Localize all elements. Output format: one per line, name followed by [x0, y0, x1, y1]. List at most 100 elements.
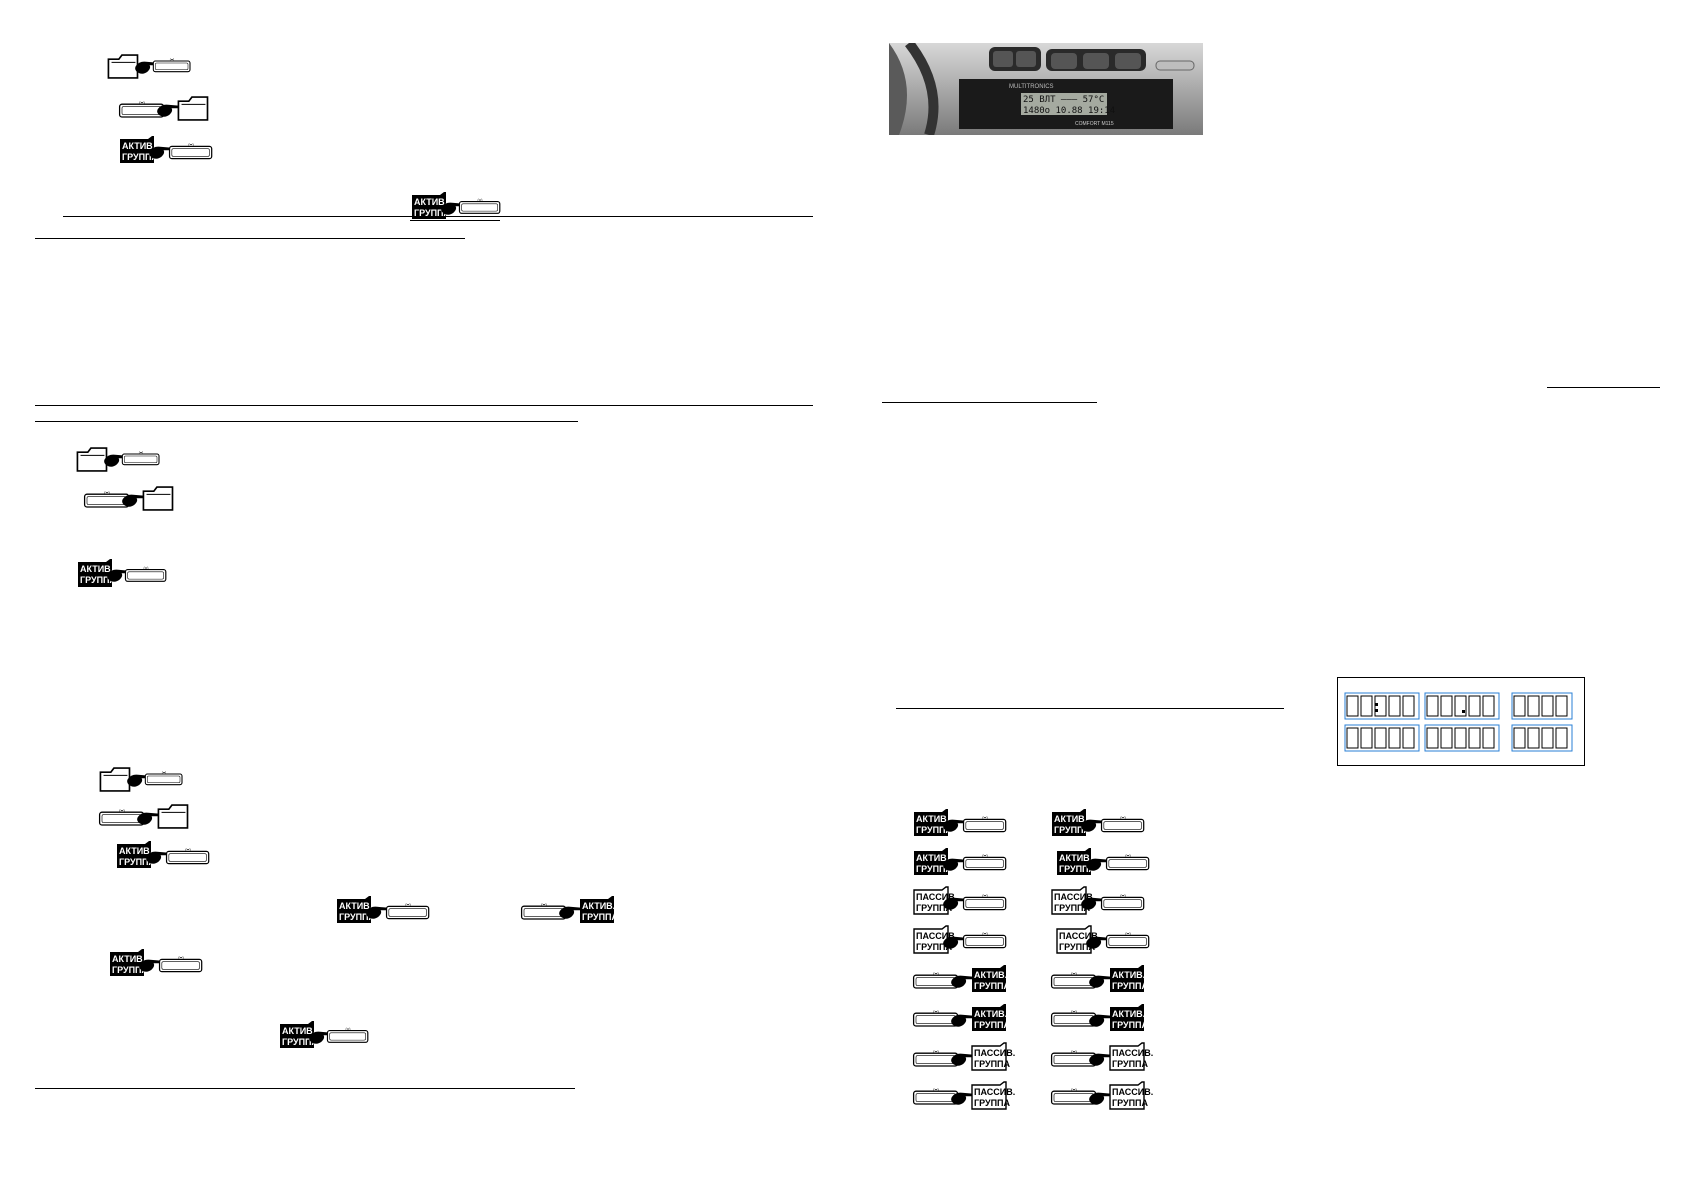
- photo-lcd-line1: 25 ВЛТ ——— 57°С: [1023, 95, 1104, 105]
- divider: [35, 238, 465, 239]
- lcd-cell: [1527, 727, 1540, 749]
- active-group-to-long-button-icon: АКТИВ. ГРУППА: [278, 1020, 370, 1050]
- lcd-cell: [1426, 695, 1439, 717]
- group-label: АКТИВ.: [916, 814, 949, 824]
- lcd-colon: [1375, 703, 1378, 706]
- button-to-active-group-icon: АКТИВ. ГРУППА: [520, 895, 619, 925]
- group-label: ГРУППА: [1112, 1020, 1149, 1030]
- lcd-cell: [1513, 695, 1526, 717]
- button-to-folder-icon: [83, 483, 179, 513]
- passive-group-to-button-icon: ПАССИВ.ГРУППА: [1055, 925, 1151, 955]
- group-label: АКТИВ.: [974, 970, 1007, 980]
- passive-group-to-button-icon: ПАССИВ.ГРУППА: [912, 886, 1008, 916]
- group-label: ГРУППА: [916, 942, 953, 952]
- lcd-cell: [1426, 727, 1439, 749]
- lcd-cell: [1346, 727, 1359, 749]
- lcd-cell: [1402, 727, 1415, 749]
- svg-text:АКТИВ.: АКТИВ.: [414, 197, 447, 207]
- svg-text:АКТИВ.: АКТИВ.: [582, 901, 615, 911]
- button-to-passive-group-icon: ПАССИВ.ГРУППА: [912, 1042, 1015, 1072]
- lcd-cell: [1454, 727, 1467, 749]
- lcd-cell: [1541, 695, 1554, 717]
- active-group-to-button-icon: АКТИВ. ГРУППА: [108, 948, 204, 978]
- lcd-group: [1511, 724, 1573, 752]
- svg-text:ГРУППА: ГРУППА: [282, 1037, 319, 1047]
- divider: [410, 220, 500, 221]
- lcd-group: [1424, 724, 1500, 752]
- photo-model: COMFORT M115: [1075, 121, 1114, 127]
- active-group-to-button-icon: АКТИВ. ГРУППА: [115, 840, 211, 870]
- svg-text:АКТИВ.: АКТИВ.: [339, 901, 372, 911]
- lcd-cell: [1555, 727, 1568, 749]
- svg-text:ГРУППА: ГРУППА: [112, 965, 149, 975]
- photo-brand: MULTITRONICS: [1009, 84, 1054, 90]
- group-label: АКТИВ.: [1059, 853, 1092, 863]
- group-label: ПАССИВ.: [916, 892, 957, 902]
- group-label: ПАССИВ.: [974, 1048, 1015, 1058]
- lcd-cell: [1482, 727, 1495, 749]
- divider: [896, 708, 1284, 709]
- folder-to-button-icon: [75, 443, 161, 473]
- group-label: ГРУППА: [1059, 864, 1096, 874]
- lcd-cell: [1346, 695, 1359, 717]
- folder-to-button-icon: [98, 763, 184, 793]
- lcd-cell: [1527, 695, 1540, 717]
- divider: [35, 421, 578, 422]
- lcd-group: [1344, 724, 1420, 752]
- divider: [1547, 387, 1660, 388]
- divider: [35, 1088, 575, 1089]
- button-to-active-group-icon: АКТИВ.ГРУППА: [912, 964, 1011, 994]
- group-label: ПАССИВ.: [916, 931, 957, 941]
- lcd-cell: [1468, 727, 1481, 749]
- group-label: ГРУППА: [1112, 1098, 1149, 1108]
- button-to-active-group-icon: АКТИВ.ГРУППА: [1050, 964, 1149, 994]
- group-label: ПАССИВ.: [1112, 1087, 1153, 1097]
- group-label: ПАССИВ.: [1112, 1048, 1153, 1058]
- lcd-cell: [1468, 695, 1481, 717]
- group-label: ПАССИВ.: [974, 1087, 1015, 1097]
- button-to-folder-icon: [118, 93, 214, 123]
- group-label: ГРУППА: [916, 864, 953, 874]
- lcd-colon: [1375, 709, 1378, 712]
- group-label: ГРУППА: [974, 1020, 1011, 1030]
- device-photo: MULTITRONICS 25 ВЛТ ——— 57°С 1480о 10.88…: [889, 43, 1203, 135]
- group-label: АКТИВ.: [1112, 1009, 1145, 1019]
- active-group-to-button-icon: АКТИВ.ГРУППА: [1055, 847, 1151, 877]
- divider: [35, 405, 813, 406]
- active-label-line2: ГРУППА: [122, 152, 159, 162]
- lcd-cell: [1440, 695, 1453, 717]
- svg-text:ГРУППА: ГРУППА: [119, 857, 156, 867]
- lcd-cell: [1482, 695, 1495, 717]
- button-to-passive-group-icon: ПАССИВ.ГРУППА: [912, 1081, 1015, 1111]
- lcd-dot: [1462, 710, 1465, 713]
- button-to-passive-group-icon: ПАССИВ.ГРУППА: [1050, 1042, 1153, 1072]
- active-group-to-button-icon: АКТИВ.ГРУППА: [912, 808, 1008, 838]
- passive-group-to-button-icon: ПАССИВ.ГРУППА: [1050, 886, 1146, 916]
- lcd-cell: [1440, 727, 1453, 749]
- lcd-cell: [1388, 727, 1401, 749]
- button-to-active-group-icon: АКТИВ.ГРУППА: [912, 1003, 1011, 1033]
- svg-text:АКТИВ.: АКТИВ.: [112, 954, 145, 964]
- active-group-to-button-icon: АКТИВ.ГРУППА: [1050, 808, 1146, 838]
- active-label-line1: АКТИВ.: [122, 141, 155, 151]
- button-to-folder-icon: [98, 801, 194, 831]
- lcd-cell: [1402, 695, 1415, 717]
- lcd-cell: [1454, 695, 1467, 717]
- svg-text:ГРУППА: ГРУППА: [414, 208, 451, 218]
- svg-text:АКТИВ.: АКТИВ.: [80, 564, 113, 574]
- lcd-cell: [1374, 727, 1387, 749]
- folder-to-button-icon: [106, 50, 192, 80]
- group-label: ГРУППА: [916, 825, 953, 835]
- group-label: АКТИВ.: [916, 853, 949, 863]
- svg-text:АКТИВ.: АКТИВ.: [282, 1026, 315, 1036]
- group-label: АКТИВ.: [1054, 814, 1087, 824]
- svg-text:ГРУППА: ГРУППА: [582, 912, 619, 922]
- lcd-cell: [1388, 695, 1401, 717]
- active-group-to-long-button-icon: АКТИВ. ГРУППА: [410, 191, 502, 221]
- active-group-to-long-button-icon: АКТИВ. ГРУППА: [76, 557, 168, 589]
- svg-text:АКТИВ.: АКТИВ.: [119, 846, 152, 856]
- group-label: ПАССИВ.: [1054, 892, 1095, 902]
- lcd-cell: [1555, 695, 1568, 717]
- group-label: АКТИВ.: [1112, 970, 1145, 980]
- lcd-cell: [1541, 727, 1554, 749]
